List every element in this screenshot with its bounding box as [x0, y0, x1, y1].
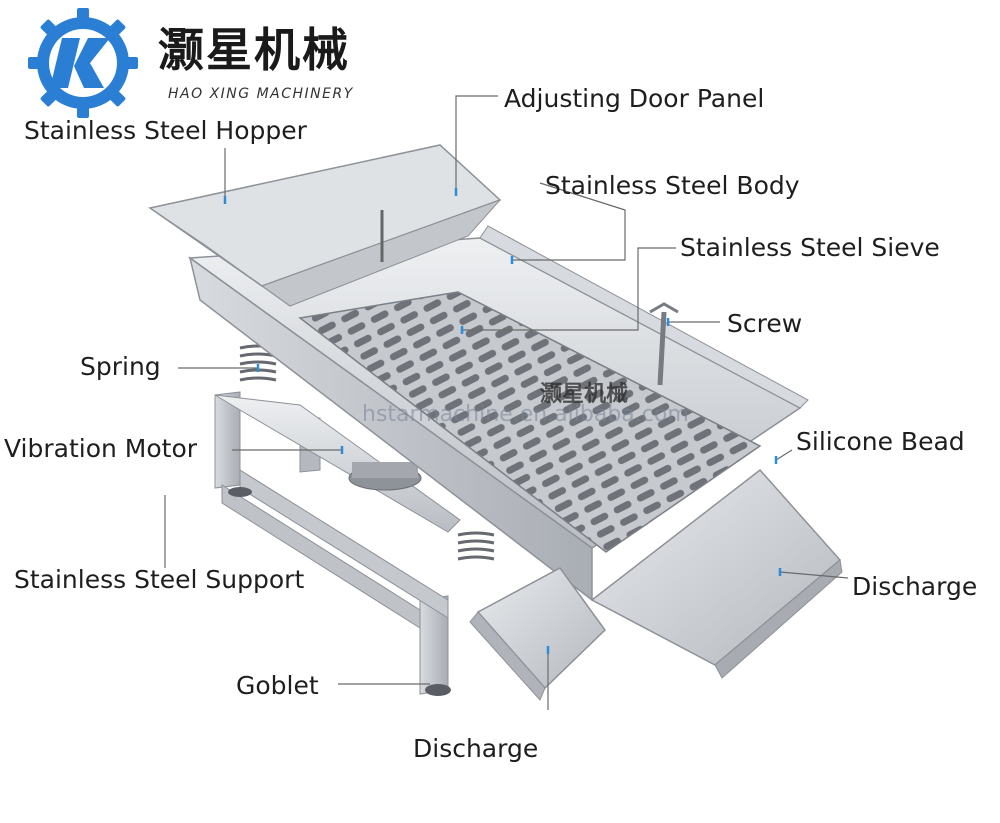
leader-sieve: [462, 247, 676, 331]
callout-sieve: Stainless Steel Sieve: [680, 233, 940, 262]
support-frame: [214, 391, 461, 696]
callout-spring: Spring: [80, 352, 161, 381]
callout-hopper: Stainless Steel Hopper: [24, 116, 307, 145]
callout-markers: [223, 188, 782, 654]
callout-silicone: Silicone Bead: [796, 427, 965, 456]
company-logo-icon: [28, 8, 138, 118]
callout-discharge-right: Discharge: [852, 572, 978, 601]
leader-door-panel: [455, 95, 498, 192]
leader-lines: [164, 95, 849, 710]
brand-header: 灏星机械 HAO XING MACHINERY: [18, 8, 388, 118]
leader-body: [512, 182, 626, 261]
brand-name-en: HAO XING MACHINERY: [168, 86, 354, 102]
callout-support: Stainless Steel Support: [14, 565, 305, 594]
spring-coils: [239, 344, 495, 561]
vibration-motor: [348, 462, 422, 491]
callout-door-panel: Adjusting Door Panel: [504, 84, 765, 113]
callout-goblet: Goblet: [236, 671, 319, 700]
hopper: [148, 144, 502, 307]
screw-rod: [649, 302, 679, 386]
callout-motor: Vibration Motor: [4, 434, 198, 463]
callout-body: Stainless Steel Body: [545, 171, 800, 200]
brand-name-cn: 灏星机械: [158, 23, 350, 77]
sieve-body: [187, 225, 809, 602]
watermark-url: hstarmachine.en.alibaba.com: [362, 402, 689, 427]
watermark-brand-cn: 灏星机械: [540, 382, 629, 407]
leader-discharge-right: [779, 571, 849, 579]
leader-silicone: [775, 449, 793, 461]
callout-discharge-bottom: Discharge: [413, 734, 539, 763]
discharge-chute-right: [590, 468, 843, 679]
callout-screw: Screw: [727, 309, 803, 338]
discharge-chute-bottom: [469, 567, 606, 701]
